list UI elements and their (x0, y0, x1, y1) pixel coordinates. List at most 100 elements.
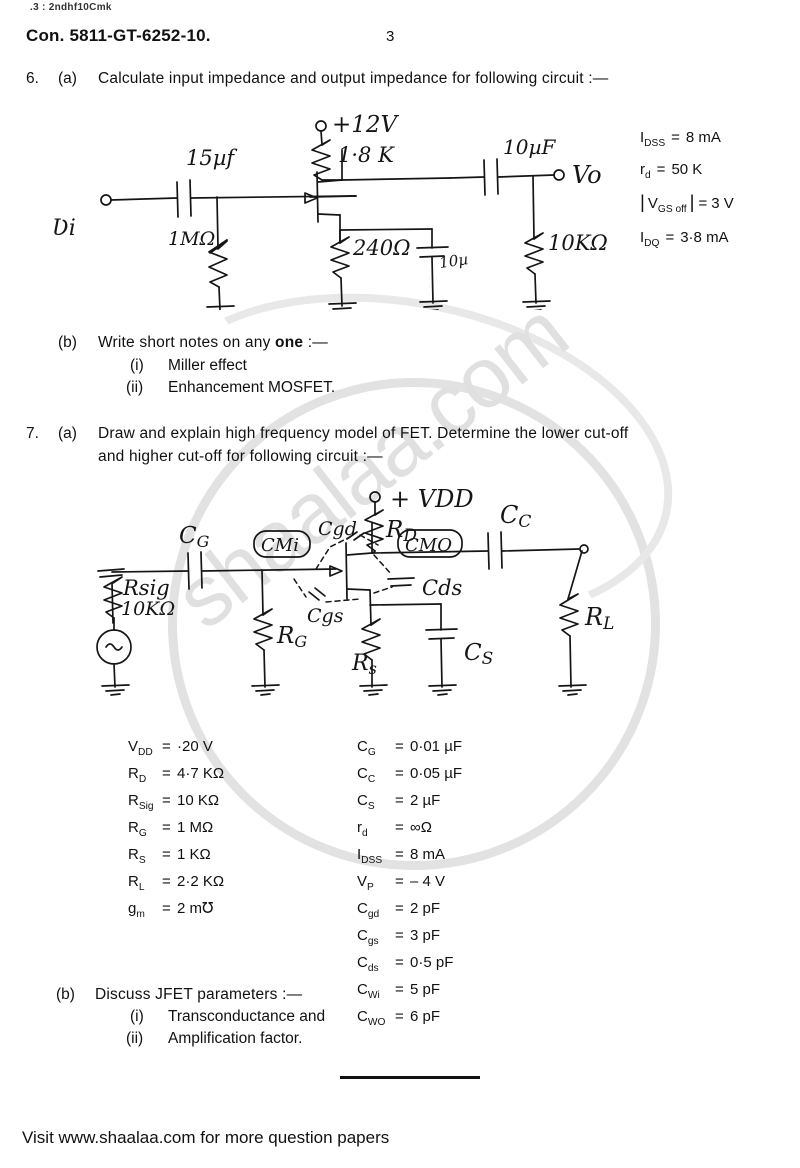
label-source-resistor: 240Ω (352, 236, 411, 260)
circuit-diagram-2: Rsig 10KΩ CG RG Cgs Cgd Rs + VDD RD Cds … (96, 485, 614, 696)
param-row: RD=4·7 KΩ (128, 763, 224, 790)
param-value: 10 KΩ (177, 792, 220, 809)
param-eq: = (162, 792, 171, 809)
param-eq: = (698, 195, 708, 212)
param-row: RG=1 MΩ (128, 817, 224, 844)
label-rs: Rs (351, 651, 377, 678)
param-sub: DSS (644, 138, 666, 149)
param-eq: = (162, 900, 171, 917)
param-row: RSig=10 KΩ (128, 790, 224, 817)
param-row: CC=0·05 µF (357, 763, 462, 790)
param-eq: = (656, 161, 666, 178)
q6b-text-pre: Write short notes on any (98, 334, 276, 351)
question-7a-letter: (a) (58, 425, 77, 442)
label-cs: CS (464, 640, 493, 669)
param-sub: m (136, 909, 145, 920)
param-row: rd=∞Ω (357, 817, 462, 844)
param-eq: = (665, 229, 675, 246)
question-7-number: 7. (26, 425, 39, 442)
param-eq: = (395, 873, 404, 890)
param-name: C (357, 738, 368, 755)
param-value: ·20 V (177, 738, 213, 755)
q6b-item-ii-roman: (ii) (126, 379, 144, 396)
abs-bar-left: | (640, 191, 645, 212)
q7b-item-i-roman: (i) (130, 1008, 144, 1025)
param-name: V (128, 738, 139, 755)
param-value: 4·7 KΩ (177, 765, 225, 782)
param-eq: = (395, 1008, 404, 1025)
param-name: R (128, 819, 139, 836)
param-eq: = (162, 738, 171, 755)
param-sub: d (645, 170, 651, 181)
q6b-item-i-text: Miller effect (168, 357, 247, 374)
param-row: VDD=·20 V (128, 736, 224, 763)
q6b-item-i-roman: (i) (130, 357, 144, 374)
label-vdd: + VDD (390, 485, 474, 513)
question-7a-text-line2: and higher cut-off for following circuit… (98, 448, 383, 465)
label-cg: CG (179, 523, 210, 551)
question-7b-text: Discuss JFET parameters :— (95, 986, 303, 1003)
param-sub: DQ (644, 238, 660, 249)
param-sub: G (138, 828, 147, 839)
q6b-item-ii-text: Enhancement MOSFET. (168, 379, 336, 396)
label-cmi: CMi (261, 535, 299, 556)
q6b-text-post: :— (303, 334, 328, 351)
label-rd: RD (385, 517, 417, 546)
param-name: C (357, 1008, 368, 1025)
param-value: – 4 V (410, 873, 446, 890)
question-6a-letter: (a) (58, 70, 77, 87)
question-6b-text: Write short notes on any one :— (98, 334, 328, 352)
param-value: 0·01 µF (410, 738, 462, 755)
param-value: 8 mA (410, 846, 446, 863)
param-name: C (357, 792, 368, 809)
param-value: 2 pF (410, 900, 441, 917)
param-row: CWO=6 pF (357, 1006, 462, 1033)
label-input-cap: 15µf (186, 146, 237, 170)
param-eq: = (395, 900, 404, 917)
param-row: Cgd = 2 pF (357, 898, 462, 925)
param-name: I (640, 129, 645, 146)
label-rsig-value: 10KΩ (121, 598, 175, 620)
param-row: CS=2 µF (357, 790, 462, 817)
question-6b-letter: (b) (58, 334, 77, 351)
param-sub: G (367, 747, 376, 758)
param-name: r (357, 819, 362, 836)
q7b-item-ii-roman: (ii) (126, 1030, 144, 1047)
param-value: 50 K (671, 161, 703, 178)
param-value: 5 pF (410, 981, 441, 998)
param-sub: ds (367, 963, 379, 974)
question-6a-text: Calculate input impedance and output imp… (98, 70, 609, 87)
param-eq: = (395, 927, 404, 944)
param-value: 8 mA (685, 129, 721, 146)
param-name: R (128, 792, 139, 809)
param-value: 0·05 µF (410, 765, 462, 782)
param-eq: = (395, 981, 404, 998)
param-eq: = (162, 846, 171, 863)
abs-bar-right: | (689, 191, 695, 212)
label-cgs: Cgs (307, 605, 344, 627)
circuit-2-parameter-list-right: CG=0·01 µF CC=0·05 µF CS=2 µF rd=∞Ω IDSS… (357, 736, 462, 1033)
param-row: rd = 50 K (640, 158, 734, 188)
exam-con-code: Con. 5811-GT-6252-10. (26, 26, 211, 45)
param-name: C (357, 900, 368, 917)
param-row: CG=0·01 µF (357, 736, 462, 763)
param-eq: = (671, 129, 680, 146)
question-6-number: 6. (26, 70, 39, 87)
param-eq: = (162, 873, 171, 890)
circuit-1-parameter-list: IDSS = 8 mA rd = 50 K | VGS off | = 3 V … (640, 126, 734, 258)
question-7a-text-line1: Draw and explain high frequency model of… (98, 425, 629, 442)
param-sub: gd (367, 909, 380, 920)
label-supply-12v: +12V (332, 112, 400, 138)
param-row: RL=2·2 KΩ (128, 871, 224, 898)
param-row: gm=2 m℧ (128, 898, 224, 925)
param-row: | VGS off | = 3 V (640, 192, 734, 222)
q7b-item-i-text: Transconductance and (168, 1008, 326, 1025)
label-output: Vo (572, 161, 602, 189)
param-value: ∞Ω (410, 819, 432, 836)
param-name: R (128, 846, 139, 863)
param-sub: d (362, 828, 368, 839)
param-sub: S (367, 801, 375, 812)
label-bypass-cap: 10µ (438, 250, 469, 272)
param-name: R (128, 873, 139, 890)
